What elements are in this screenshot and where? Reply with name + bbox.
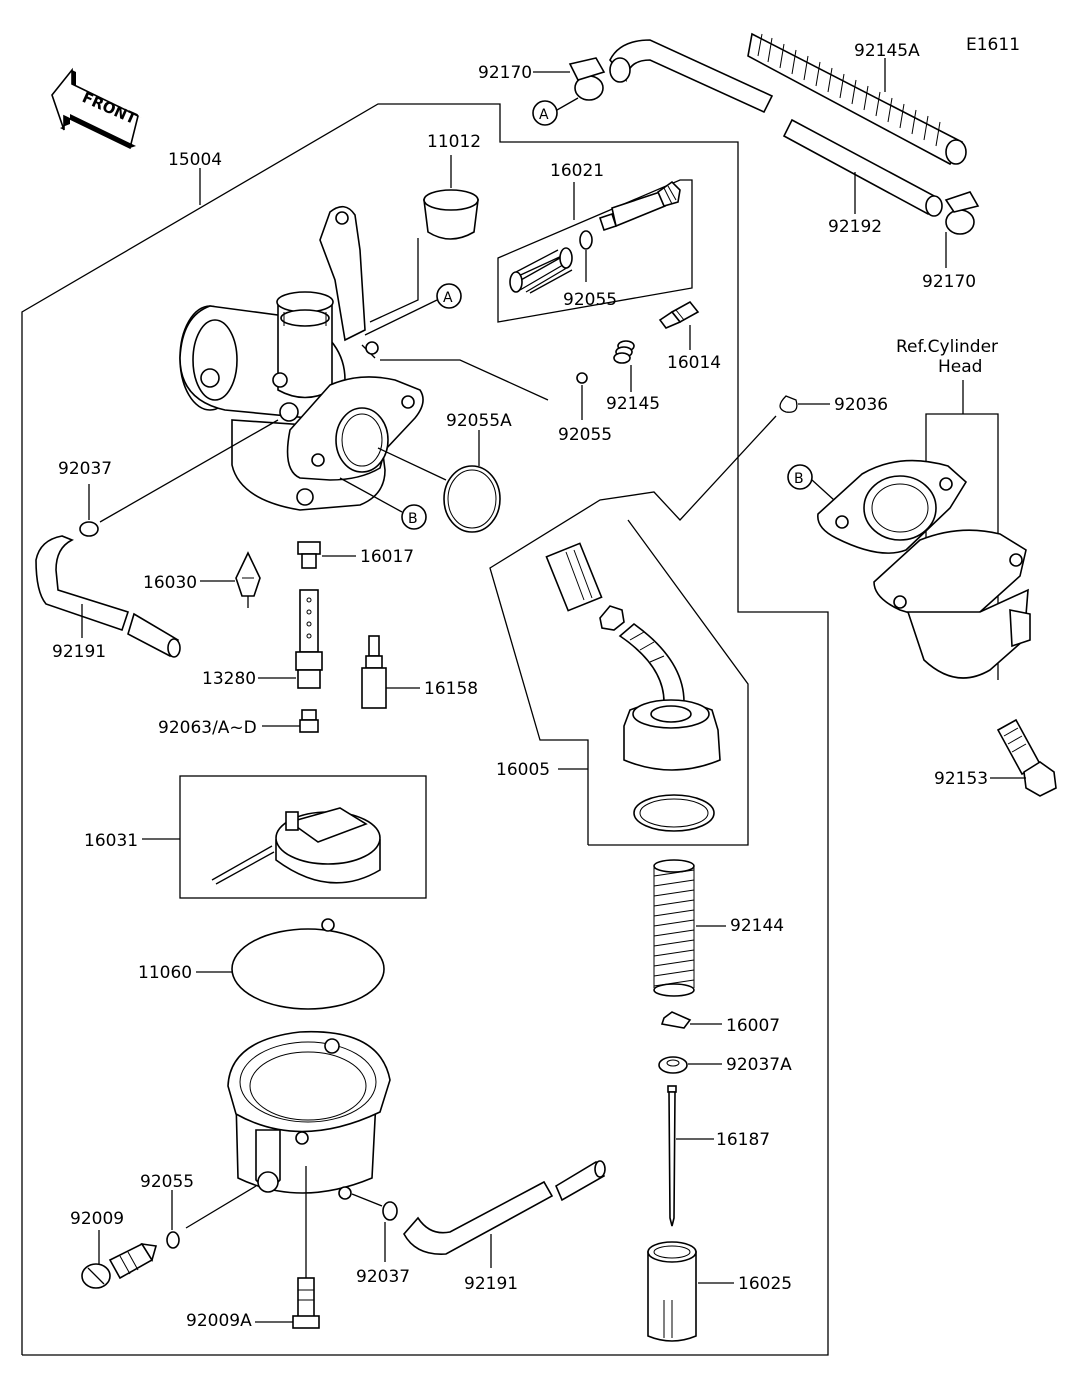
part-float-bowl — [227, 1030, 391, 1200]
part-carb-top-16005 — [545, 542, 721, 832]
callout-b: B — [408, 511, 418, 527]
part-intake-manifold — [817, 459, 1031, 679]
part-plate-16007 — [660, 1011, 692, 1029]
part-hose-top — [609, 39, 774, 114]
part-label-92145: 92145 — [606, 394, 660, 414]
part-float-16031 — [211, 807, 381, 885]
part-label-15004: 15004 — [168, 150, 222, 170]
part-jet-16158 — [361, 635, 387, 709]
part-label-16025: 16025 — [738, 1274, 792, 1294]
part-label-92055A: 92055A — [446, 411, 512, 431]
part-label-16031: 16031 — [84, 831, 138, 851]
part-oring-92055-top — [579, 230, 593, 250]
callout-a-top: A — [539, 107, 549, 123]
part-label-16007: 16007 — [726, 1016, 780, 1036]
part-label-92055-mid: 92055 — [558, 425, 612, 445]
callout-a: A — [443, 290, 453, 306]
carburetor-body — [179, 205, 424, 511]
part-clip-92037-left — [79, 521, 99, 537]
part-label-13280: 13280 — [202, 669, 256, 689]
part-label-92145A: 92145A — [854, 41, 920, 61]
part-label-16187: 16187 — [716, 1130, 770, 1150]
part-screw-92009 — [81, 1242, 158, 1289]
part-label-92037-bottom: 92037 — [356, 1267, 410, 1287]
part-label-16021: 16021 — [550, 161, 604, 181]
part-gasket-11060 — [231, 928, 385, 1010]
part-clip-92170-top — [568, 57, 606, 101]
assembly-boundary — [21, 103, 829, 1356]
part-clip-92170-right — [944, 191, 980, 235]
part-label-92037A: 92037A — [726, 1055, 792, 1075]
part-label-92009A: 92009A — [186, 1311, 252, 1331]
part-hose-92191-bottom — [403, 1160, 606, 1255]
box-16005-side — [588, 519, 749, 846]
front-arrow-icon: FRONT — [51, 67, 142, 150]
part-oring-92055-mid — [576, 372, 588, 384]
part-label-92191-bottom: 92191 — [464, 1274, 518, 1294]
part-label-92191-left: 92191 — [52, 642, 106, 662]
part-label-92192: 92192 — [828, 217, 882, 237]
diagram-code: E1611 — [966, 35, 1020, 55]
part-label-92144: 92144 — [730, 916, 784, 936]
part-label-92055-top: 92055 — [563, 290, 617, 310]
part-clip-92036 — [779, 395, 798, 413]
part-11012-cap — [423, 189, 479, 240]
part-screw-16014 — [658, 300, 700, 329]
box-16031 — [179, 775, 427, 899]
part-needle-16187 — [667, 1085, 677, 1227]
part-clip-92037-bottom — [382, 1201, 398, 1221]
part-label-16017: 16017 — [360, 547, 414, 567]
ref-label-line2: Head — [938, 357, 982, 377]
part-spring-16021 — [509, 247, 573, 294]
box-16021 — [497, 179, 693, 323]
part-hose-92191-left — [35, 535, 181, 658]
part-label-92036: 92036 — [834, 395, 888, 415]
part-label-16158: 16158 — [424, 679, 478, 699]
part-label-16030: 16030 — [143, 573, 197, 593]
callout-b-right: B — [794, 471, 804, 487]
part-label-92063: 92063/A~D — [158, 718, 257, 738]
part-screw-16021 — [598, 180, 681, 232]
part-jet-92063 — [299, 709, 319, 733]
callout-a-circle — [436, 283, 462, 309]
part-label-16005: 16005 — [496, 760, 550, 780]
part-label-92037-left: 92037 — [58, 459, 112, 479]
part-slide-16025 — [647, 1241, 697, 1342]
part-spring-92144 — [653, 859, 695, 997]
part-label-92153: 92153 — [934, 769, 988, 789]
part-label-92170-right: 92170 — [922, 272, 976, 292]
part-label-92009: 92009 — [70, 1209, 124, 1229]
part-hose-92145A — [747, 32, 967, 166]
part-label-92170-top: 92170 — [478, 63, 532, 83]
ref-label-line1: Ref.Cylinder — [896, 337, 998, 357]
callout-b-circle — [401, 504, 427, 530]
part-jet-16017 — [297, 541, 321, 569]
part-label-92055-bottom: 92055 — [140, 1172, 194, 1192]
part-label-16014: 16014 — [667, 353, 721, 373]
part-needle-16030 — [235, 551, 261, 608]
part-oring-92055-bottom — [166, 1231, 180, 1249]
part-gasket-92055A — [443, 465, 501, 533]
part-label-11012: 11012 — [427, 132, 481, 152]
part-screw-92009A — [292, 1277, 320, 1329]
part-spring-92145 — [613, 340, 635, 364]
part-label-11060: 11060 — [138, 963, 192, 983]
box-16005-top — [489, 415, 777, 845]
part-clip-92037A — [658, 1056, 688, 1074]
part-hose-92192 — [782, 118, 943, 217]
part-bolt-92153 — [996, 718, 1057, 797]
part-tube-13280 — [295, 589, 323, 689]
